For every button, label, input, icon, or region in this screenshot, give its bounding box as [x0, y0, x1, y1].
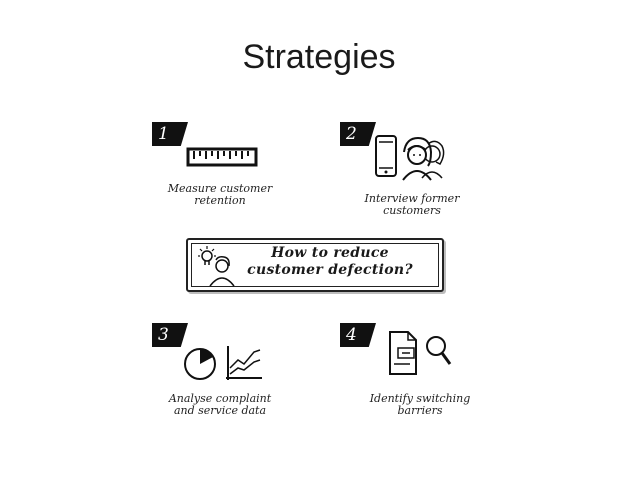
strategy-2-label: Interview former customers: [364, 192, 460, 217]
document-magnifier-icon: [389, 331, 452, 375]
pie-line-chart-icon: [184, 346, 262, 380]
strategy-1-number-badge: 1: [152, 122, 188, 146]
lightbulb-icon: [198, 246, 216, 265]
central-question-text: How to reduce customer defection?: [247, 245, 413, 278]
ruler-icon: [186, 147, 258, 167]
strategy-3-label: Analyse complaint and service data: [168, 392, 272, 417]
strategy-4-label: Identify switching barriers: [369, 392, 471, 417]
strategy-1-label: Measure customer retention: [167, 182, 273, 207]
strategy-4-number-badge: 4: [340, 323, 376, 347]
strategy-2-number-badge: 2: [340, 122, 376, 146]
slide-title: Strategies: [242, 38, 396, 76]
person-icon: [209, 256, 235, 287]
phone-people-icon: [375, 135, 445, 181]
central-question-box: How to reduce customer defection?: [186, 238, 444, 292]
